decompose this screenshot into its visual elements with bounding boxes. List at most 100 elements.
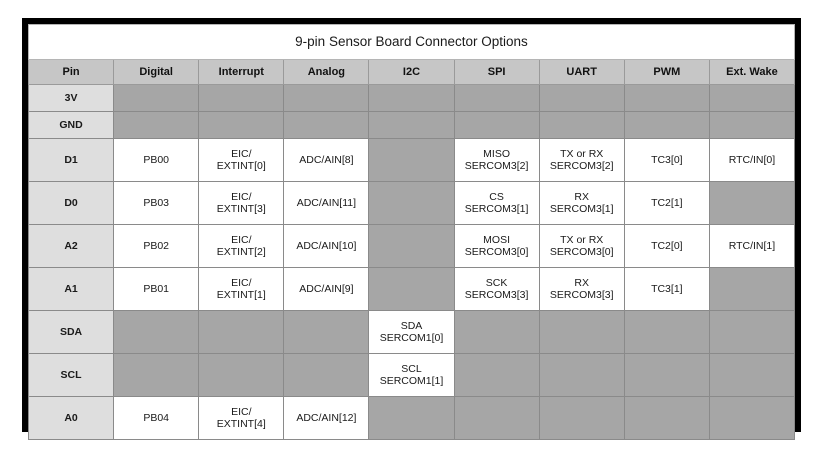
cell-unavailable-uart: [538, 310, 625, 354]
cell-unavailable-spi: [453, 353, 540, 397]
pin-label-cell[interactable]: D1: [27, 138, 115, 182]
pin-label-cell[interactable]: 3V: [27, 84, 115, 112]
table-row: 3V: [27, 84, 796, 112]
cell-analog[interactable]: ADC/AIN[8]: [283, 138, 370, 182]
cell-line-2: SERCOM3[0]: [549, 246, 614, 258]
pin-label-cell[interactable]: D0: [27, 181, 115, 225]
pin-label-cell[interactable]: A1: [27, 267, 115, 311]
column-header-spi[interactable]: SPI: [453, 59, 540, 85]
cell-interrupt[interactable]: EIC/EXTINT[0]: [198, 138, 285, 182]
cell-line-1: TC3[1]: [651, 282, 683, 295]
cell-interrupt[interactable]: EIC/EXTINT[2]: [198, 224, 285, 268]
cell-pwm[interactable]: TC3[0]: [623, 138, 710, 182]
cell-digital[interactable]: PB02: [113, 224, 200, 268]
cell-line-1: EIC/: [231, 405, 252, 418]
cell-line-1: ADC/AIN[10]: [296, 239, 357, 252]
column-header-i2c[interactable]: I2C: [368, 59, 455, 85]
pin-label-cell[interactable]: A2: [27, 224, 115, 268]
cell-unavailable-analog: [283, 310, 370, 354]
pin-label-cell[interactable]: GND: [27, 111, 115, 139]
cell-unavailable-i2c: [368, 138, 455, 182]
cell-pwm[interactable]: TC2[0]: [623, 224, 710, 268]
cell-line-2: SERCOM3[3]: [464, 289, 529, 301]
cell-line-2: SERCOM1[1]: [379, 375, 444, 387]
cell-unavailable-analog: [283, 353, 370, 397]
cell-unavailable-i2c: [368, 84, 455, 112]
cell-line-2: EXTINT[0]: [216, 160, 266, 172]
column-header-extwake[interactable]: Ext. Wake: [708, 59, 796, 85]
cell-unavailable-interrupt: [198, 111, 285, 139]
cell-digital[interactable]: PB00: [113, 138, 200, 182]
cell-line-1: EIC/: [231, 276, 252, 289]
cell-line-2: EXTINT[4]: [216, 418, 266, 430]
pinout-table: 9-pin Sensor Board Connector Options Pin…: [27, 24, 796, 440]
cell-line-1: EIC/: [231, 147, 252, 160]
cell-analog[interactable]: ADC/AIN[12]: [283, 396, 370, 440]
cell-unavailable-extwake: [708, 396, 796, 440]
cell-line-1: RX: [574, 190, 589, 203]
cell-digital[interactable]: PB03: [113, 181, 200, 225]
cell-line-1: PB00: [143, 153, 169, 166]
cell-line-1: TX or RX: [560, 233, 604, 246]
cell-interrupt[interactable]: EIC/EXTINT[4]: [198, 396, 285, 440]
cell-line-2: EXTINT[3]: [216, 203, 266, 215]
column-header-analog[interactable]: Analog: [283, 59, 370, 85]
cell-interrupt[interactable]: EIC/EXTINT[3]: [198, 181, 285, 225]
column-header-uart[interactable]: UART: [538, 59, 625, 85]
cell-unavailable-spi: [453, 310, 540, 354]
cell-unavailable-interrupt: [198, 84, 285, 112]
cell-line-1: CS: [489, 190, 504, 203]
cell-analog[interactable]: ADC/AIN[9]: [283, 267, 370, 311]
pin-label-cell[interactable]: SCL: [27, 353, 115, 397]
cell-line-1: MISO: [483, 147, 511, 160]
cell-unavailable-spi: [453, 396, 540, 440]
cell-unavailable-pwm: [623, 396, 710, 440]
cell-digital[interactable]: PB04: [113, 396, 200, 440]
cell-line-2: SERCOM3[0]: [464, 246, 529, 258]
cell-unavailable-i2c: [368, 181, 455, 225]
column-header-pwm[interactable]: PWM: [623, 59, 710, 85]
pin-label-cell[interactable]: A0: [27, 396, 115, 440]
cell-unavailable-extwake: [708, 181, 796, 225]
cell-line-2: SERCOM3[1]: [464, 203, 529, 215]
cell-interrupt[interactable]: EIC/EXTINT[1]: [198, 267, 285, 311]
cell-line-2: SERCOM3[1]: [549, 203, 614, 215]
cell-unavailable-i2c: [368, 224, 455, 268]
column-header-pin[interactable]: Pin: [27, 59, 115, 85]
cell-line-1: PB02: [143, 239, 169, 252]
column-header-digital[interactable]: Digital: [113, 59, 200, 85]
cell-extwake[interactable]: RTC/IN[0]: [708, 138, 796, 182]
cell-line-1: EIC/: [231, 233, 252, 246]
cell-analog[interactable]: ADC/AIN[11]: [283, 181, 370, 225]
cell-line-1: SDA: [400, 319, 423, 332]
cell-extwake[interactable]: RTC/IN[1]: [708, 224, 796, 268]
cell-digital[interactable]: PB01: [113, 267, 200, 311]
cell-unavailable-analog: [283, 84, 370, 112]
cell-unavailable-pwm: [623, 84, 710, 112]
cell-analog[interactable]: ADC/AIN[10]: [283, 224, 370, 268]
cell-unavailable-extwake: [708, 111, 796, 139]
pin-label-cell[interactable]: SDA: [27, 310, 115, 354]
cell-line-1: RTC/IN[0]: [728, 153, 776, 166]
cell-pwm[interactable]: TC3[1]: [623, 267, 710, 311]
cell-unavailable-extwake: [708, 267, 796, 311]
cell-line-1: PB03: [143, 196, 169, 209]
column-header-interrupt[interactable]: Interrupt: [198, 59, 285, 85]
cell-pwm[interactable]: TC2[1]: [623, 181, 710, 225]
